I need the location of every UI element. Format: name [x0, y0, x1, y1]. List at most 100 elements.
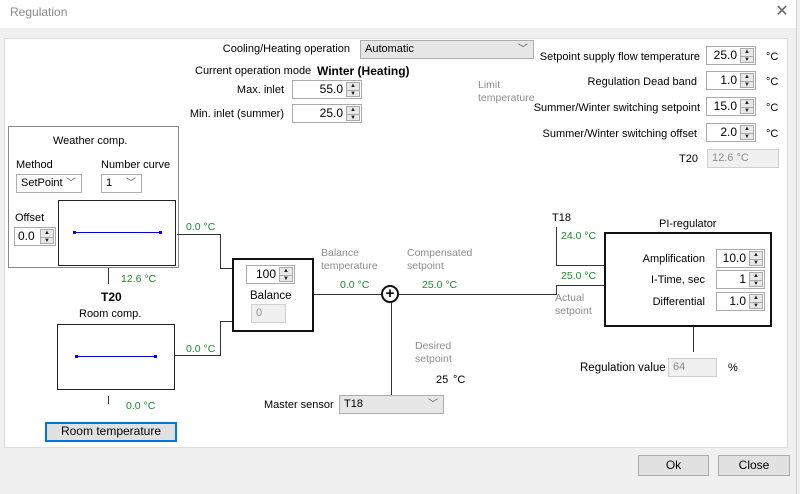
master-sensor-select[interactable]: T18 ﹀: [339, 395, 444, 414]
method-select[interactable]: SetPoint ﹀: [16, 174, 82, 193]
itime-spinner[interactable]: 1 ▲▼: [716, 270, 765, 289]
offset-label: Offset: [15, 212, 45, 224]
amplification-spinner[interactable]: 10.0 ▲▼: [716, 249, 765, 268]
amplification-label: Amplification: [642, 253, 705, 265]
spin-up-icon[interactable]: ▲: [44, 230, 50, 236]
spin-down-icon[interactable]: ▼: [280, 275, 292, 282]
room-temperature-button[interactable]: Room temperature: [45, 422, 177, 442]
room-sensor-value: 0.0 °C: [126, 400, 156, 412]
max-inlet-spinner[interactable]: 55.0 ▲▼: [292, 80, 362, 99]
pi-sensor-value: 24.0 °C: [561, 230, 597, 242]
spin-up-icon[interactable]: ▲: [744, 74, 750, 80]
dead-band-value: 1.0: [720, 73, 737, 87]
offset-value: 0.0: [18, 229, 35, 243]
sw-switching-setpoint-unit: °C: [766, 102, 779, 114]
number-curve-value: 1: [106, 177, 113, 189]
actual-setpoint-line: [556, 285, 604, 286]
spin-down-icon[interactable]: ▼: [741, 107, 753, 114]
min-inlet-spinner[interactable]: 25.0 ▲▼: [292, 104, 362, 123]
spin-up-icon[interactable]: ▲: [744, 100, 750, 106]
master-sensor-value: T18: [344, 398, 363, 410]
desired-setpoint-value: 25: [436, 374, 449, 386]
balance-label: Balance: [250, 290, 292, 302]
spin-down-icon[interactable]: ▼: [347, 114, 359, 121]
spin-down-icon[interactable]: ▼: [347, 90, 359, 97]
spin-up-icon[interactable]: ▲: [753, 273, 759, 279]
cooling-heating-label: Cooling/Heating operation: [222, 43, 350, 55]
number-curve-select[interactable]: 1 ﹀: [101, 174, 142, 193]
close-x-icon[interactable]: ✕: [775, 3, 789, 20]
curve-point: [73, 231, 76, 234]
pi-sensor-line: [556, 227, 557, 266]
spin-down-icon[interactable]: ▼: [741, 81, 753, 88]
cooling-heating-value: Automatic: [365, 43, 414, 55]
cooling-heating-select[interactable]: Automatic ﹀: [360, 40, 534, 59]
close-button[interactable]: Close: [718, 455, 790, 476]
balance-readonly: 0: [251, 304, 286, 323]
spin-down-icon[interactable]: ▼: [741, 56, 753, 63]
balance-spinner[interactable]: 100 ▲▼: [246, 265, 295, 284]
spin-down-icon[interactable]: ▼: [741, 133, 753, 140]
regulation-unit: %: [728, 362, 738, 374]
sw-switching-setpoint-spinner[interactable]: 15.0 ▲▼: [706, 97, 756, 116]
desired-setpoint-label: Desired setpoint: [415, 340, 452, 365]
max-inlet-value: 55.0: [319, 82, 343, 96]
t20-connector: [108, 268, 109, 284]
differential-spinner[interactable]: 1.0 ▲▼: [716, 292, 765, 311]
spin-down-icon[interactable]: ▼: [750, 280, 762, 287]
room-output-line: [220, 321, 232, 322]
window-title: Regulation: [10, 5, 68, 19]
sw-switching-offset-value: 2.0: [720, 125, 737, 139]
sw-switching-offset-label: Summer/Winter switching offset: [542, 128, 697, 140]
max-inlet-label: Max. inlet: [236, 84, 284, 96]
chevron-down-icon: ﹀: [518, 44, 528, 55]
spin-up-icon[interactable]: ▲: [350, 107, 356, 113]
method-label: Method: [16, 159, 53, 171]
spin-up-icon[interactable]: ▲: [744, 126, 750, 132]
weather-comp-title: Weather comp.: [53, 135, 128, 147]
spin-up-icon[interactable]: ▲: [744, 49, 750, 55]
curve-point: [159, 231, 162, 234]
spin-up-icon[interactable]: ▲: [753, 252, 759, 258]
spin-down-icon[interactable]: ▼: [750, 259, 762, 266]
compensated-setpoint-label: Compensated setpoint: [407, 247, 473, 272]
chevron-down-icon: ﹀: [126, 178, 136, 189]
amplification-value: 10.0: [722, 251, 746, 265]
weather-output-line: [220, 234, 221, 268]
offset-spinner[interactable]: 0.0 ▲▼: [14, 227, 56, 246]
dead-band-unit: °C: [766, 76, 779, 88]
sw-switching-offset-unit: °C: [766, 128, 779, 140]
room-output-line: [175, 355, 221, 356]
spin-up-icon[interactable]: ▲: [753, 295, 759, 301]
setpoint-supply-unit: °C: [766, 51, 779, 63]
setpoint-supply-spinner[interactable]: 25.0 ▲▼: [706, 46, 756, 65]
ok-button[interactable]: Ok: [638, 455, 709, 476]
room-curve-graph: [57, 324, 175, 390]
chevron-down-icon: ﹀: [66, 178, 76, 189]
balance-temperature-label: Balance temperature: [321, 247, 378, 272]
spin-up-icon[interactable]: ▲: [283, 268, 289, 274]
min-inlet-label: Min. inlet (summer): [189, 108, 284, 120]
spin-down-icon[interactable]: ▼: [750, 302, 762, 309]
desired-setpoint-unit: °C: [453, 374, 466, 386]
weather-sensor-value: 12.6 °C: [121, 273, 157, 285]
weather-curve-line: [74, 232, 161, 233]
regulation-value-label: Regulation value: [580, 362, 666, 374]
spin-up-icon[interactable]: ▲: [350, 83, 356, 89]
t20-readonly: 12.6 °C: [707, 149, 779, 168]
sw-switching-offset-spinner[interactable]: 2.0 ▲▼: [706, 123, 756, 142]
current-mode-label: Current operation mode: [195, 65, 312, 77]
actual-setpoint-label: Actual setpoint: [555, 292, 592, 317]
spin-down-icon[interactable]: ▼: [41, 237, 53, 244]
weather-output-line: [177, 234, 221, 235]
curve-point: [75, 355, 78, 358]
limit-temperature-label: Limit temperature: [478, 79, 535, 104]
weather-output-line: [220, 268, 232, 269]
dead-band-spinner[interactable]: 1.0 ▲▼: [706, 71, 756, 90]
regulation-value-readonly: 64: [668, 358, 717, 377]
setpoint-supply-value: 25.0: [713, 48, 737, 62]
room-curve-line: [76, 356, 156, 357]
curve-point: [154, 355, 157, 358]
window-border: [796, 0, 800, 494]
